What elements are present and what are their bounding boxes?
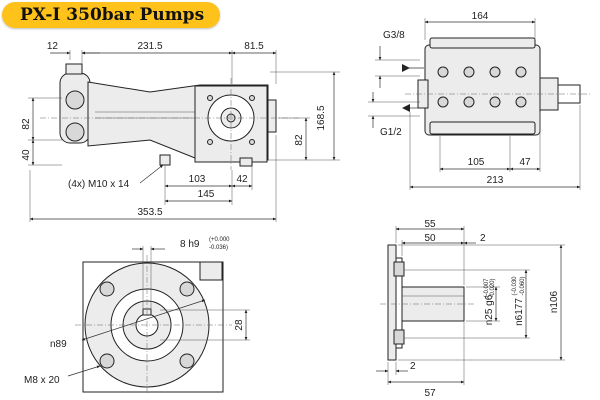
side-dim-right-82: 82 bbox=[294, 134, 305, 146]
key-tol-lower: -0.036) bbox=[209, 245, 228, 251]
port-g3-8: G3/8 bbox=[383, 30, 405, 41]
shaft-view: 55 50 2 n25 g6 (-0.007 -0.020) n6177 (-0… bbox=[376, 219, 565, 399]
shaft-tol-lower: -0.020) bbox=[490, 278, 496, 297]
front-bolt-m8: M8 x 20 bbox=[24, 375, 60, 386]
port-g1-2: G1/2 bbox=[380, 127, 402, 138]
key-width-8-h9: 8 h9 bbox=[180, 239, 200, 250]
top-dim-213: 213 bbox=[487, 175, 504, 186]
shaft-dim-2-bottom: 2 bbox=[410, 361, 416, 372]
top-view-body bbox=[417, 37, 581, 136]
top-dim-105: 105 bbox=[468, 157, 485, 168]
shaft-dia-n25-g6: n25 g6 bbox=[484, 294, 495, 325]
side-view-body bbox=[59, 63, 277, 167]
front-view-flange bbox=[82, 261, 224, 393]
side-dim-145: 145 bbox=[198, 189, 215, 200]
top-view: G3/8 G1/2 164 105 47 213 bbox=[368, 11, 590, 190]
shaft-view-body bbox=[387, 244, 465, 361]
title-badge: PX-I 350bar Pumps bbox=[2, 2, 220, 28]
side-dim-left-40: 40 bbox=[21, 149, 32, 161]
pilot-tol-upper: (-0.030 bbox=[512, 276, 518, 296]
front-view: 8 h9 (+0.000 -0.036) 28 n89 M8 x 20 bbox=[24, 237, 250, 395]
shaft-dim-2-top: 2 bbox=[480, 233, 486, 244]
side-dim-42: 42 bbox=[236, 174, 248, 185]
front-circle-n89: n89 bbox=[50, 339, 67, 350]
side-dim-168-5: 168.5 bbox=[316, 105, 327, 130]
page-title: PX-I 350bar Pumps bbox=[20, 5, 205, 25]
side-dim-353-5: 353.5 bbox=[137, 207, 162, 218]
shaft-tol-upper: (-0.007 bbox=[484, 278, 490, 298]
side-dim-12: 12 bbox=[47, 41, 59, 52]
side-dim-81-5: 81.5 bbox=[244, 41, 264, 52]
shaft-dim-57: 57 bbox=[424, 388, 436, 399]
shaft-dim-50: 50 bbox=[424, 233, 436, 244]
front-dim-28: 28 bbox=[234, 319, 245, 331]
shaft-dim-55: 55 bbox=[424, 219, 436, 230]
pilot-tol-lower: -0.060) bbox=[520, 276, 526, 295]
pilot-dia-n6177: n6177 bbox=[514, 298, 525, 326]
side-dim-103: 103 bbox=[189, 174, 206, 185]
side-callout-m10: (4x) M10 x 14 bbox=[68, 179, 130, 190]
key-tol-upper: (+0.000 bbox=[209, 237, 230, 243]
side-view: 12 231.5 81.5 82 40 82 168.5 103 42 145 … bbox=[21, 41, 340, 222]
side-dim-231-5: 231.5 bbox=[137, 41, 162, 52]
top-dim-47: 47 bbox=[519, 157, 531, 168]
side-dim-left-82: 82 bbox=[21, 118, 32, 130]
top-dim-164: 164 bbox=[472, 11, 489, 22]
shaft-dim-n106: n106 bbox=[549, 290, 560, 313]
